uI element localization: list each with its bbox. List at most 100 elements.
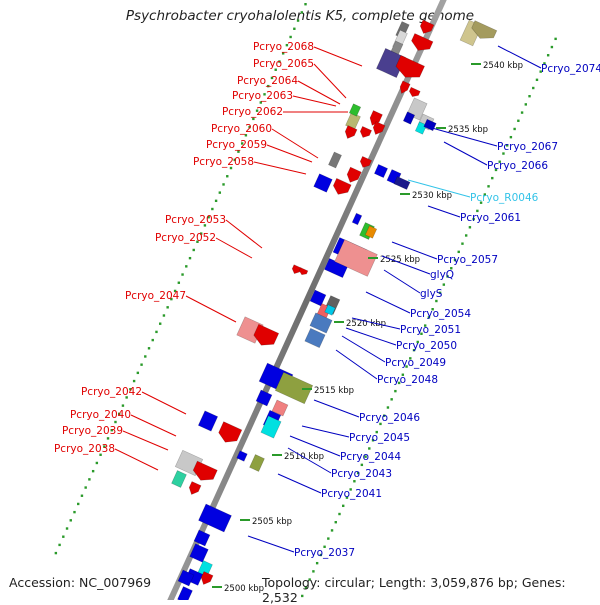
gene-feature	[402, 111, 416, 125]
gene-label-right: Pcryo_2045	[349, 432, 410, 444]
tick-dot	[62, 535, 65, 538]
gene-label-left: Pcryo_2052	[155, 232, 216, 244]
leader-line	[122, 430, 169, 451]
tick-dot	[173, 289, 177, 293]
tick-dot	[263, 93, 266, 96]
leader-line	[335, 349, 378, 380]
gene-label-right: Pcryo_2074	[541, 63, 600, 75]
gene-feature	[218, 421, 243, 443]
gene-feature	[271, 399, 289, 417]
gene-label-left: Pcryo_2063	[232, 90, 293, 102]
tick-label: 2530 kbp	[412, 191, 452, 201]
tick-dot	[554, 37, 557, 41]
tick-dot	[274, 68, 277, 71]
tick-dot	[301, 594, 304, 598]
gene-feature	[332, 177, 352, 195]
gene-features	[171, 19, 498, 600]
tick-dot	[520, 111, 524, 114]
tick-dot	[106, 437, 110, 440]
leader-line	[381, 255, 431, 275]
label-leaders	[114, 45, 542, 553]
gene-feature	[471, 20, 498, 39]
gene-label-left: Pcryo_2042	[81, 386, 142, 398]
tick-dot	[188, 256, 192, 260]
tick-label: 2520 kbp	[346, 319, 386, 329]
tick-dot	[80, 494, 84, 497]
tick-dot	[88, 478, 91, 481]
tick-dot	[285, 43, 289, 47]
tick-dot	[125, 396, 128, 399]
leader-line	[427, 205, 461, 218]
tick-dot	[409, 357, 412, 360]
tick-dot	[509, 135, 513, 139]
tick-dot	[405, 365, 408, 368]
gene-label-left: Pcryo_2060	[211, 123, 272, 135]
tick-dot	[412, 348, 416, 352]
tick-dot	[532, 86, 535, 90]
tick-dot	[192, 248, 195, 252]
leader-line	[253, 161, 307, 175]
gene-feature	[249, 454, 265, 472]
gene-feature	[188, 481, 202, 495]
tick-dot	[300, 11, 303, 14]
tick-dot	[203, 224, 207, 227]
tick-dot	[255, 109, 259, 112]
tick-dot	[476, 209, 479, 213]
gene-feature	[411, 33, 434, 51]
leader-line	[407, 179, 471, 198]
tick-dot	[214, 199, 218, 203]
tick-dot	[114, 420, 117, 424]
gene-label-left: Pcryo_2065	[253, 58, 314, 70]
tick-dot	[315, 561, 319, 565]
tick-dot	[364, 455, 367, 458]
gene-feature	[369, 110, 383, 126]
tick-dot	[513, 127, 516, 131]
tick-dot	[129, 388, 132, 391]
tick-dot	[472, 217, 475, 221]
gene-feature	[274, 371, 314, 405]
tick-dot	[334, 521, 337, 524]
tick-dot	[423, 324, 427, 327]
topology-text: Topology: circular; Length: 3,059,876 bp…	[262, 575, 566, 605]
leader-line	[215, 237, 253, 259]
tick-dot	[110, 429, 113, 432]
tick-dot	[121, 404, 125, 407]
tick-dot	[185, 265, 188, 268]
tick-dot	[491, 176, 494, 180]
gene-label-right: Pcryo_2057	[437, 254, 498, 266]
tick-dot	[162, 314, 166, 317]
leader-line	[114, 448, 159, 471]
tick-dot	[494, 168, 498, 172]
tick-dot	[196, 240, 199, 243]
tick-label: 2525 kbp	[380, 255, 420, 265]
tick-dot	[420, 332, 423, 335]
tick-dot	[330, 529, 334, 532]
gene-feature	[395, 55, 425, 78]
accession-text: Accession: NC_007969	[9, 575, 152, 590]
tick-dot	[323, 545, 326, 548]
tick-dot	[550, 45, 554, 49]
gene-label-right: Pcryo_2049	[385, 357, 446, 369]
tick-dot	[397, 381, 401, 385]
leader-line	[341, 335, 386, 363]
tick-dot	[218, 191, 222, 194]
tick-dot	[244, 134, 248, 137]
tick-dot	[546, 54, 550, 57]
gene-feature	[408, 86, 421, 97]
gene-feature	[414, 121, 428, 135]
gene-label-right: Pcryo_2054	[410, 308, 471, 320]
gene-feature	[419, 19, 435, 34]
tick-dot	[517, 119, 520, 122]
tick-dot	[65, 527, 69, 530]
tick-dot	[229, 166, 233, 170]
tick-dot	[211, 207, 214, 211]
tick-dot	[505, 144, 509, 147]
tick-dot	[103, 445, 106, 448]
leader-line	[266, 144, 313, 163]
tick-dot	[356, 471, 360, 475]
gene-feature	[359, 155, 373, 168]
gene-feature	[348, 103, 362, 117]
tick-dot	[319, 553, 323, 557]
tick-dot	[95, 461, 99, 465]
tick-dot	[498, 160, 501, 163]
